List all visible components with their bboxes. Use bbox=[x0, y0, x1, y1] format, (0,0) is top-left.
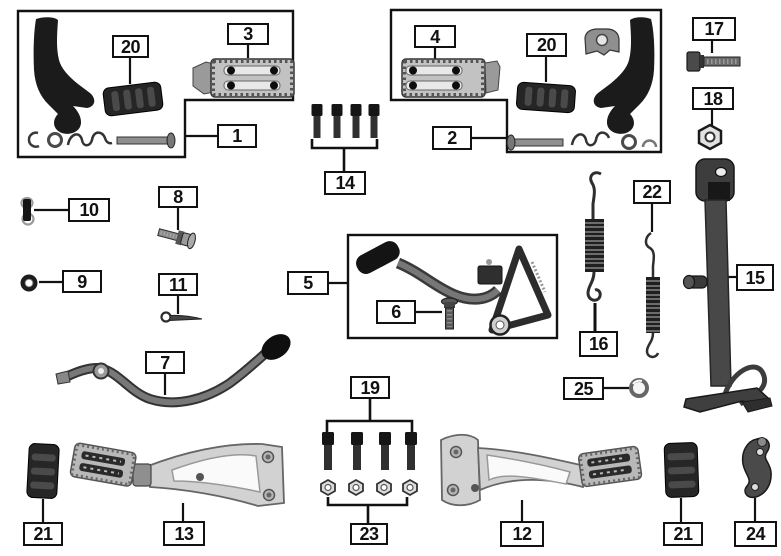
brake-pedal-assembly-illustration bbox=[356, 241, 552, 336]
front-footpeg-left-illustration bbox=[192, 58, 295, 98]
front-footpeg-right-illustration bbox=[401, 58, 501, 98]
nut-illustration bbox=[20, 274, 38, 292]
gear-shift-lever-illustration bbox=[55, 334, 291, 408]
callout-17: 17 bbox=[692, 17, 736, 41]
flange-nut-set-illustration bbox=[320, 478, 418, 497]
pivot-pin-kit-left-illustration bbox=[27, 131, 176, 149]
cotter-pin-illustration bbox=[160, 311, 203, 323]
callout-14: 14 bbox=[324, 171, 366, 195]
callout-6: 6 bbox=[376, 300, 416, 324]
callout-7: 7 bbox=[145, 351, 185, 374]
callout-12: 12 bbox=[500, 521, 544, 547]
callout-19: 19 bbox=[350, 376, 390, 399]
callout-11: 11 bbox=[158, 273, 198, 296]
callout-2: 2 bbox=[432, 126, 472, 150]
callout-20-right: 20 bbox=[526, 33, 567, 57]
leader-lines bbox=[34, 41, 757, 523]
footpeg-clamp-right-illustration bbox=[584, 28, 620, 56]
footpeg-rubber-right-illustration bbox=[515, 81, 576, 114]
footrest-hanger-right-illustration bbox=[593, 17, 655, 134]
rear-footrest-bracket-right-illustration bbox=[440, 433, 643, 507]
callout-9: 9 bbox=[62, 270, 102, 293]
callout-25: 25 bbox=[563, 377, 604, 400]
callout-18: 18 bbox=[692, 87, 734, 110]
side-stand-spring-illustration bbox=[585, 171, 604, 302]
socket-bolt-set-19-illustration bbox=[322, 432, 417, 470]
socket-bolt-set-14-illustration bbox=[311, 104, 380, 138]
flange-bolt-illustration bbox=[157, 228, 196, 250]
group-box-left-footpeg-kit bbox=[16, 9, 295, 159]
callout-22: 22 bbox=[633, 180, 671, 204]
side-stand-bolt-illustration bbox=[686, 51, 741, 72]
callout-16: 16 bbox=[579, 331, 618, 357]
callout-13: 13 bbox=[163, 521, 205, 546]
footpeg-rubber-left-illustration bbox=[102, 81, 164, 117]
callout-24: 24 bbox=[734, 521, 777, 547]
brake-pedal-bolt-illustration bbox=[440, 297, 459, 330]
callout-21-right: 21 bbox=[663, 522, 703, 546]
callout-23: 23 bbox=[350, 523, 388, 545]
callout-1: 1 bbox=[217, 124, 257, 148]
group-box-right-footpeg-kit bbox=[389, 8, 663, 154]
brake-arm-bracket-illustration bbox=[741, 437, 772, 499]
side-stand-illustration bbox=[682, 158, 773, 413]
footrest-hanger-left-illustration bbox=[33, 17, 95, 134]
footrest-rubber-pad-right-illustration bbox=[663, 442, 700, 498]
rear-footrest-bracket-left-illustration bbox=[69, 442, 285, 507]
side-stand-nut-illustration bbox=[697, 123, 723, 151]
callout-20-left: 20 bbox=[112, 35, 149, 58]
footrest-rubber-pad-left-illustration bbox=[26, 443, 60, 499]
retaining-clip-illustration bbox=[20, 196, 35, 226]
callout-21-left: 21 bbox=[23, 522, 63, 546]
pivot-pin-kit-right-illustration bbox=[506, 131, 658, 151]
callout-15: 15 bbox=[736, 264, 774, 291]
group-box-brake-pedal bbox=[346, 233, 559, 340]
callout-10: 10 bbox=[68, 198, 110, 222]
callout-4: 4 bbox=[414, 25, 456, 48]
washer-ring-illustration bbox=[629, 378, 649, 398]
callout-3: 3 bbox=[227, 23, 269, 45]
callout-5: 5 bbox=[287, 271, 329, 295]
callout-8: 8 bbox=[158, 186, 198, 208]
return-spring-illustration bbox=[644, 231, 660, 359]
